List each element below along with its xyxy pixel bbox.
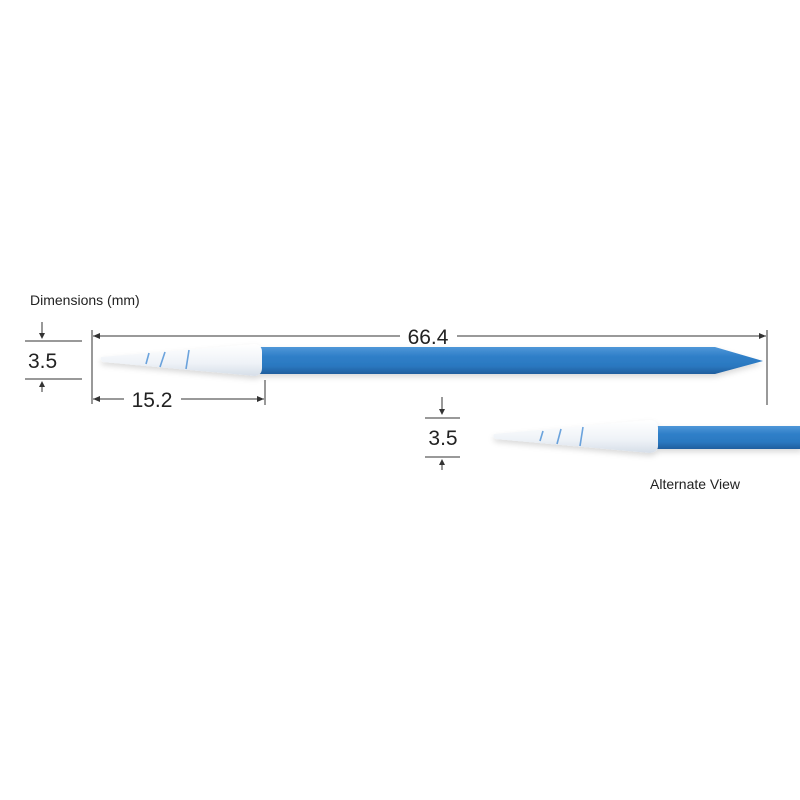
tip-length-dimension: 15.2 bbox=[93, 380, 266, 412]
arrow-left-icon bbox=[93, 396, 100, 402]
tip-marks bbox=[539, 426, 584, 447]
swab-handle bbox=[652, 426, 800, 449]
swab-foam-tip bbox=[493, 420, 658, 453]
tip-mark bbox=[145, 352, 150, 365]
tip-length-label: 15.2 bbox=[132, 389, 173, 412]
arrow-down-icon bbox=[439, 409, 445, 415]
overall-length-label: 66.4 bbox=[408, 326, 449, 349]
overall-length-dimension: 66.4 bbox=[91, 326, 768, 405]
alternate-tip-width-dimension: 3.5 bbox=[425, 397, 460, 470]
arrow-down-icon bbox=[39, 333, 45, 339]
tip-mark bbox=[159, 351, 166, 368]
arrow-right-icon bbox=[257, 396, 264, 402]
swab-handle bbox=[258, 347, 763, 374]
tip-marks bbox=[145, 349, 190, 370]
tip-mark bbox=[185, 349, 190, 370]
arrow-up-icon bbox=[439, 459, 445, 465]
tip-mark bbox=[539, 430, 544, 442]
alternate-view-label: Alternate View bbox=[650, 476, 741, 492]
swab-main-view bbox=[100, 344, 763, 376]
tip-width-label: 3.5 bbox=[28, 350, 57, 373]
swab-alternate-view bbox=[493, 420, 800, 453]
tip-mark bbox=[579, 426, 584, 447]
swab-foam-tip bbox=[100, 344, 262, 376]
arrow-left-icon bbox=[93, 333, 100, 339]
dimensions-title: Dimensions (mm) bbox=[30, 292, 140, 308]
arrow-up-icon bbox=[39, 381, 45, 387]
tip-width-dimension: 3.5 bbox=[25, 322, 82, 392]
alternate-tip-width-label: 3.5 bbox=[428, 427, 457, 450]
arrow-right-icon bbox=[759, 333, 766, 339]
tip-mark bbox=[556, 428, 562, 445]
